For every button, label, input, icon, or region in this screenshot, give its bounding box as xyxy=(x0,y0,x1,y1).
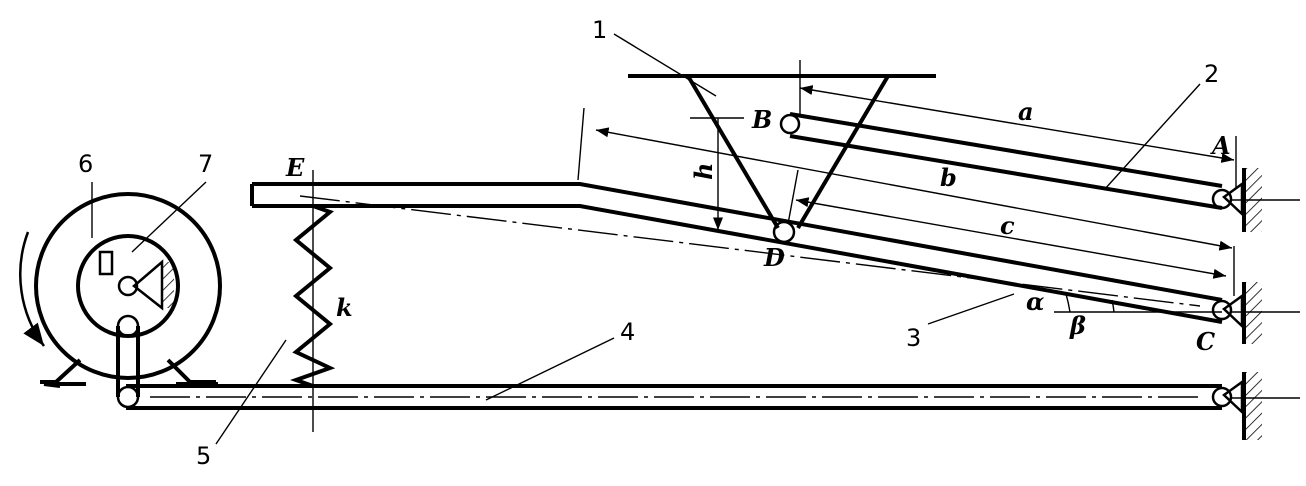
point-label-c: C xyxy=(1196,327,1215,356)
angle-labels: α β xyxy=(1026,287,1086,340)
point-label-e: E xyxy=(285,153,305,182)
dimension-labels: a b c h k xyxy=(336,97,1034,322)
eccentric-drive xyxy=(19,192,222,397)
part-number-4: 4 xyxy=(620,318,635,346)
ground-support-a xyxy=(1222,168,1300,232)
dimension-label-b: b xyxy=(940,163,957,192)
angle-label-beta: β xyxy=(1069,311,1086,340)
point-label-b: B xyxy=(751,105,772,134)
part-number-5: 5 xyxy=(196,442,211,470)
connecting-rod-4 xyxy=(116,384,1233,410)
dimension-label-a: a xyxy=(1018,97,1034,126)
ground-support-c xyxy=(1222,282,1300,344)
point-label-a: A xyxy=(1210,131,1231,160)
spring xyxy=(289,170,336,432)
dimension-h xyxy=(690,117,744,230)
point-label-d: D xyxy=(763,243,785,272)
ground-support-rod4 xyxy=(1222,372,1300,440)
point-labels: A B C D E xyxy=(285,105,1231,356)
angle-label-alpha: α xyxy=(1026,287,1044,316)
part-number-7: 7 xyxy=(198,150,213,178)
spring-label-k: k xyxy=(336,293,353,322)
part-number-6: 6 xyxy=(78,150,93,178)
leader-lines xyxy=(91,33,1201,445)
rotor-disc-6 xyxy=(34,192,222,380)
part-number-1: 1 xyxy=(592,16,607,44)
angle-markers xyxy=(1054,293,1222,313)
dimension-label-c: c xyxy=(1000,211,1015,240)
dimension-label-h: h xyxy=(689,163,718,180)
part-number-3: 3 xyxy=(906,324,921,352)
link-ab xyxy=(779,112,1233,210)
part-numbers: 1 2 3 4 5 6 7 xyxy=(78,16,1219,470)
part-number-2: 2 xyxy=(1204,60,1219,88)
dimension-c xyxy=(787,169,1227,279)
trough xyxy=(250,182,1233,324)
